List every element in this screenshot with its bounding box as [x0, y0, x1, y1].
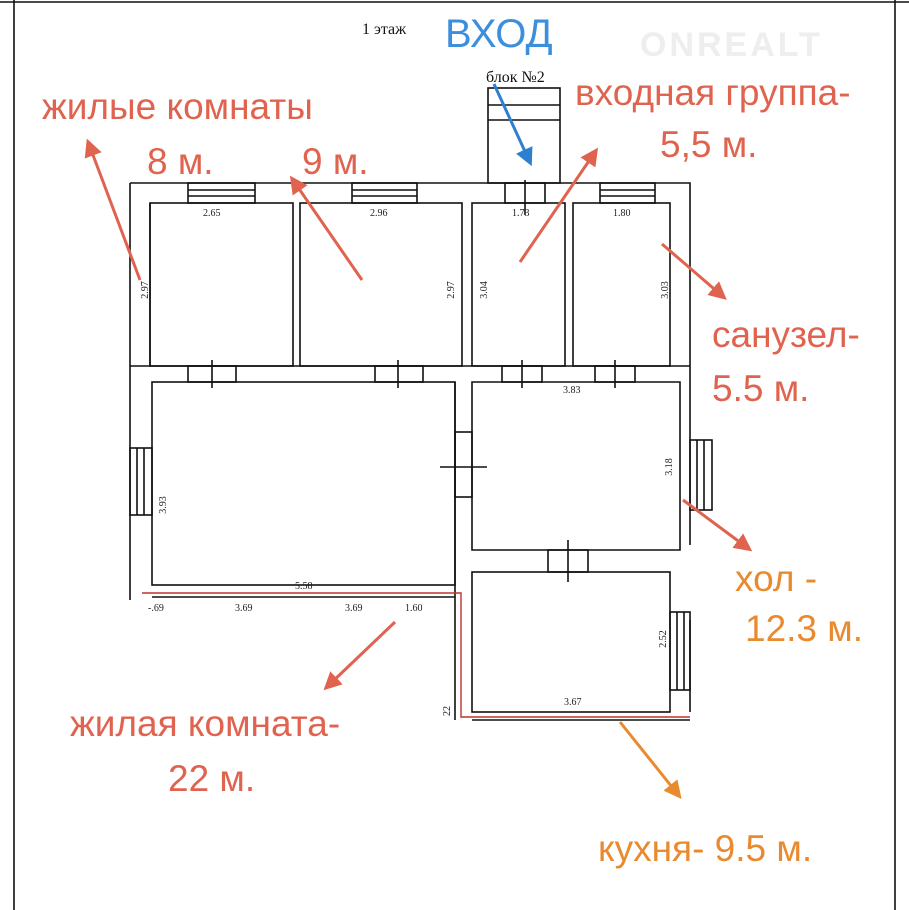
dim-living-width: 5.58: [295, 581, 313, 592]
label-living-rooms: жилые комнаты: [42, 86, 313, 127]
window-left: [129, 447, 153, 516]
dim-room1-width: 2.65: [203, 208, 221, 219]
label-room-9: 9 м.: [302, 141, 369, 182]
dim-bottom-1: -.69: [148, 603, 164, 614]
dim-bottom-2: 3.69: [235, 603, 253, 614]
floor-title: 1 этаж: [362, 21, 407, 38]
dim-living-height: 3.93: [157, 496, 169, 514]
arrow-kitchen: [618, 721, 682, 800]
arrow-bathroom: [661, 242, 727, 300]
label-hall: хол -: [735, 558, 818, 599]
entrance-label: ВХОД: [445, 12, 553, 56]
arrow-living-rooms-2: [289, 175, 364, 281]
dim-bottom-4: 1.60: [405, 603, 423, 614]
kitchen: [471, 571, 671, 713]
arrow-hall: [682, 498, 753, 552]
entrance-vestibule: [487, 87, 561, 184]
label-living-room-area: 22 м.: [168, 758, 256, 799]
highlighted-wall: [142, 592, 690, 718]
dim-kitchen-height: 2.52: [657, 630, 669, 648]
arrow-living-rooms-1: [84, 138, 142, 281]
watermark: ONREALT: [640, 26, 823, 64]
label-entry-group: входная группа-: [575, 72, 851, 113]
room-4: [572, 202, 671, 367]
dim-room2-height: 2.97: [445, 281, 457, 299]
dim-room3-width: 1.73: [512, 208, 530, 219]
window-top-3: [599, 182, 656, 204]
room-1: [149, 202, 294, 367]
window-right: [689, 439, 713, 511]
dim-room4-width: 1.80: [613, 208, 631, 219]
label-hall-area: 12.3 м.: [745, 608, 864, 649]
label-kitchen: кухня- 9.5 м.: [598, 828, 813, 869]
label-living-room: жилая комната-: [70, 703, 341, 744]
arrow-living-room: [323, 620, 397, 691]
window-top-2: [351, 182, 418, 204]
arrow-entry-group: [518, 147, 599, 263]
block-title: блок №2: [486, 69, 545, 86]
label-bathroom: санузел-: [712, 314, 860, 355]
dim-room3-height: 3.04: [478, 281, 490, 299]
dim-hall-width: 3.83: [563, 385, 581, 396]
window-top-1: [187, 182, 256, 204]
hall: [471, 381, 681, 551]
dim-room2-width: 2.96: [370, 208, 388, 219]
dim-room1-height: 2.97: [139, 281, 151, 299]
dim-hall-height: 3.18: [663, 458, 675, 476]
label-entry-group-area: 5,5 м.: [660, 124, 758, 165]
label-bathroom-area: 5.5 м.: [712, 368, 810, 409]
dim-bottom-3: 3.69: [345, 603, 363, 614]
living-room: [151, 381, 456, 586]
dim-bottom-5: 22: [442, 706, 453, 716]
arrow-entrance: [492, 83, 533, 167]
dim-room4-height: 3.03: [659, 281, 671, 299]
dim-kitchen-width: 3.67: [564, 697, 582, 708]
window-kitchen: [669, 611, 691, 691]
label-room-8: 8 м.: [147, 141, 214, 182]
outer-wall: [129, 182, 691, 712]
